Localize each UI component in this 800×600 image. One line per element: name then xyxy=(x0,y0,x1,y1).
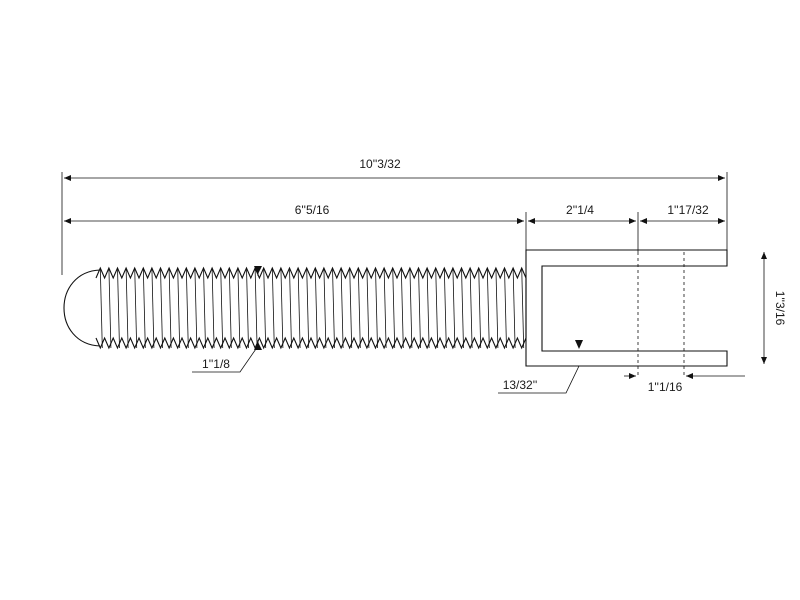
thread-crest-line xyxy=(125,267,129,349)
thread-crest-line xyxy=(228,267,232,349)
thread-crest-line xyxy=(383,267,387,349)
thread-crest-line xyxy=(263,267,267,349)
thread-crest-line xyxy=(426,267,430,349)
thread-crest-line xyxy=(392,267,396,349)
thread-top-profile xyxy=(95,266,527,280)
thread-crest-line xyxy=(134,267,138,349)
thread-crest-line xyxy=(306,267,310,349)
clevis-height-dimension: 1''3/16 xyxy=(761,252,787,364)
thread-crest-line xyxy=(332,267,335,349)
thread-crest-line xyxy=(289,267,292,349)
thread-crest-line xyxy=(151,267,155,349)
thread-crest-line xyxy=(443,267,447,349)
thread-crest-line xyxy=(400,267,404,349)
thread-crest-line xyxy=(297,267,301,349)
thread-crest-line xyxy=(99,267,103,349)
slot-width-callout: 13/32'' xyxy=(498,340,583,394)
thread-crest-line xyxy=(418,267,421,349)
thread-crest-line xyxy=(478,267,482,349)
thread-crest-line xyxy=(340,267,344,349)
thread-crest-line xyxy=(108,267,112,349)
pin-offset-label: 1''1/16 xyxy=(648,380,683,394)
slot-depth-label: 1''17/32 xyxy=(667,203,709,217)
thread-length-label: 6''5/16 xyxy=(295,203,330,217)
thread-crest-line xyxy=(271,267,275,349)
thread-bottom-profile xyxy=(95,336,527,350)
slot-width-label: 13/32'' xyxy=(503,378,538,392)
thread-crest-line xyxy=(177,267,181,349)
thread-crest-line xyxy=(246,267,249,349)
thread-crest-line xyxy=(194,267,198,349)
thread-crest-line xyxy=(211,267,215,349)
thread-crest-line xyxy=(220,267,224,349)
thread-crest-line xyxy=(504,267,507,349)
threaded-rod xyxy=(63,266,527,350)
clevis-length-dimension: 2''1/4 xyxy=(528,203,639,252)
thread-diameter-label: 1''1/8 xyxy=(202,357,230,371)
thread-crest-line xyxy=(323,267,327,349)
thread-crest-line xyxy=(512,267,516,349)
thread-crest-line xyxy=(409,267,413,349)
thread-length-dimension: 6''5/16 xyxy=(64,203,527,252)
clevis-fork xyxy=(525,249,728,378)
thread-crest-line xyxy=(469,267,473,349)
thread-crest-line xyxy=(280,267,284,349)
thread-crest-line xyxy=(349,267,353,349)
thread-crest-line xyxy=(461,267,464,349)
thread-crest-line xyxy=(203,267,206,349)
thread-crest-line xyxy=(357,267,361,349)
pin-offset-dimension: 1''1/16 xyxy=(624,373,745,394)
thread-crest-line xyxy=(486,267,490,349)
thread-crest-line xyxy=(521,267,525,349)
thread-crest-line xyxy=(495,267,499,349)
slot-depth-dimension: 1''17/32 xyxy=(640,203,725,224)
thread-crest-line xyxy=(237,267,241,349)
thread-crest-line xyxy=(142,267,146,349)
thread-crest-line xyxy=(185,267,189,349)
thread-teeth xyxy=(95,266,527,350)
thread-crest-line xyxy=(117,267,120,349)
thread-crest-line xyxy=(160,267,163,349)
thread-diameter-callout: 1''1/8 xyxy=(192,345,259,373)
thread-crest-line xyxy=(314,267,318,349)
clevis-length-label: 2''1/4 xyxy=(566,203,594,217)
thread-crest-line xyxy=(452,267,456,349)
thread-crest-line xyxy=(254,267,258,349)
thread-crest-line xyxy=(366,267,370,349)
thread-crest-line xyxy=(168,267,172,349)
thread-crest-line xyxy=(435,267,439,349)
overall-length-dimension: 10''3/32 xyxy=(61,157,728,275)
overall-length-label: 10''3/32 xyxy=(359,157,401,171)
thread-crest-line xyxy=(375,267,378,349)
clevis-height-label: 1''3/16 xyxy=(773,291,787,326)
